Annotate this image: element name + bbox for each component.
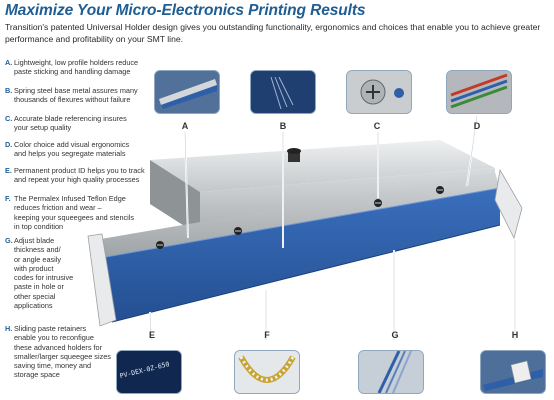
feature-text-line: your setup quality (14, 123, 72, 133)
feature-letter: B. (5, 86, 13, 95)
page-title: Maximize Your Micro-Electronics Printing… (5, 2, 366, 19)
callout-label-a: A (181, 121, 189, 131)
feature-text-line: keeping your squeegees and stencils (14, 212, 135, 222)
holder-closeup-image (154, 70, 220, 114)
callout-label-g: G (391, 330, 399, 340)
feature-letter: G. (5, 236, 13, 245)
feature-text-line: paste sticking and handling damage (14, 67, 131, 77)
feature-text-line: smaller/larger squeegee sizes (14, 351, 111, 361)
feature-text-line: paste in hole or (14, 282, 64, 292)
callout-label-f: F (264, 330, 270, 340)
feature-text-line: or angle easily (14, 254, 62, 264)
blade-screw-image (346, 70, 412, 114)
paste-retainer-image (480, 350, 546, 394)
feature-letter: A. (5, 58, 13, 67)
feature-text-line: thickness and/ (14, 245, 61, 255)
feature-text-line: and repeat your high quality processes (14, 175, 140, 185)
feature-text-line: Color choice add visual ergonomics (14, 140, 130, 149)
paste-retainer-right (494, 168, 523, 240)
holder-knob (287, 148, 301, 162)
feature-text-line: thousands of flexures without failure (14, 95, 131, 105)
feature-text-line: Accurate blade referencing insures (14, 114, 127, 123)
paste-retainer-left (87, 233, 117, 327)
feature-text-line: in top condition (14, 221, 64, 231)
feature-text-line: these advanced holders for (14, 342, 103, 352)
blade-thickness-image (358, 350, 424, 394)
feature-letter: D. (5, 140, 13, 149)
feature-text-line: reduces friction and wear – (14, 203, 102, 213)
feature-text-line: Spring steel base metal assures many (14, 86, 138, 95)
intro-paragraph: Transition's patented Universal Holder d… (5, 22, 541, 44)
feature-text-line: saving time, money and (14, 361, 92, 371)
feature-text-line: codes for intrusive (14, 273, 74, 283)
callout-label-h: H (511, 330, 519, 340)
feature-text-line: storage space (14, 370, 60, 380)
holder-front-bar (95, 172, 500, 258)
feature-text-line: enable you to reconfigue (14, 333, 94, 343)
feature-text-line: applications (14, 301, 53, 311)
feature-text-line: Permanent product ID helps you to track (14, 166, 145, 175)
screw-icon (156, 186, 444, 249)
feature-letter: C. (5, 114, 13, 123)
feature-text-line: other special (14, 291, 56, 301)
feature-text-line: Adjust blade (14, 236, 55, 245)
feature-text-line: Sliding paste retainers (14, 324, 87, 333)
colored-blades-image (446, 70, 512, 114)
callout-label-c: C (373, 121, 381, 131)
teflon-edge-image (234, 350, 300, 394)
feature-letter: H. (5, 324, 13, 333)
spring-steel-base-image (250, 70, 316, 114)
feature-letter: E. (5, 166, 12, 175)
callout-label-e: E (148, 330, 155, 340)
callout-label-d: D (473, 121, 481, 131)
feature-text-line: and helps you segregate materials (14, 149, 126, 159)
feature-text-line: The Permalex Infused Teflon Edge (14, 194, 126, 203)
feature-letter: F. (5, 194, 11, 203)
callout-label-b: B (279, 121, 287, 131)
feature-text-line: with product (14, 263, 54, 273)
feature-text-line: Lightweight, low profile holders reduce (14, 58, 139, 67)
product-id-label-image: PV-DEX-0Z-650 (116, 350, 182, 394)
